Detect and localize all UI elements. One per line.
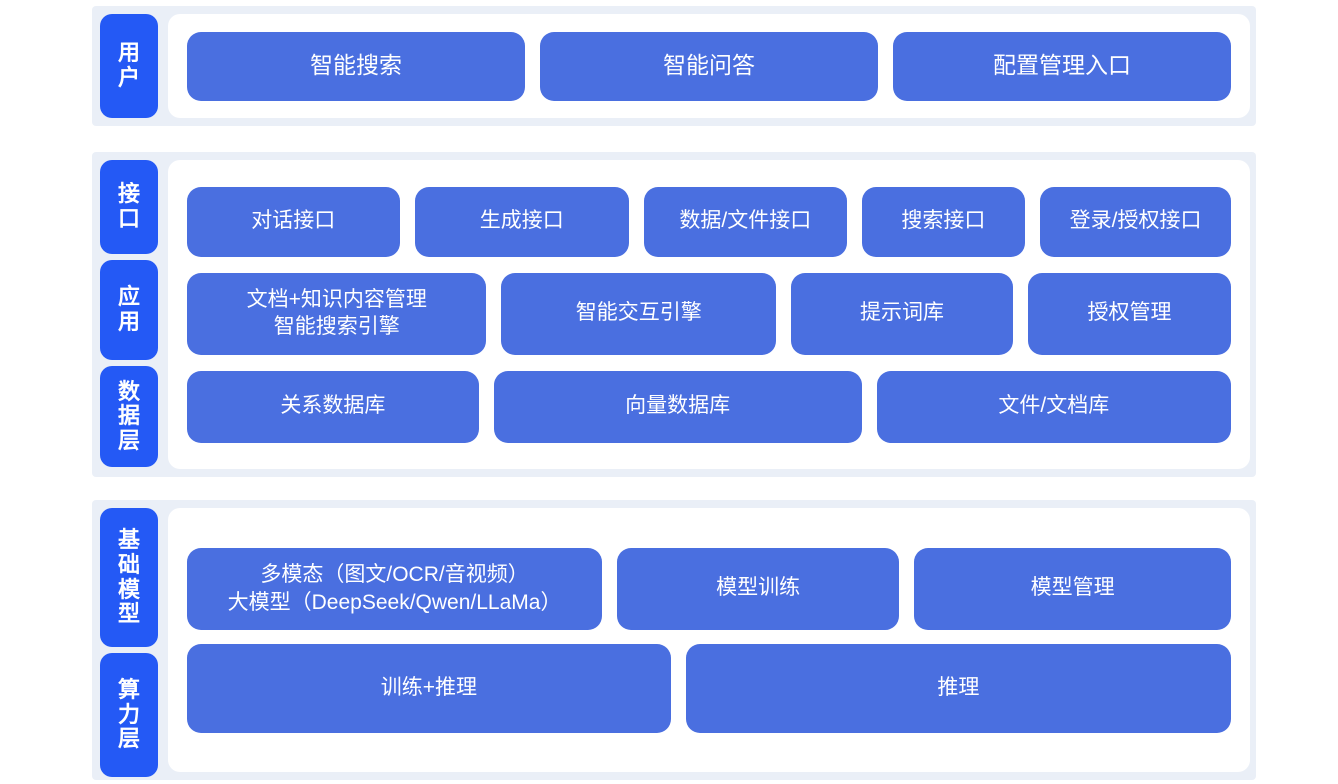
tab-column-foundation: 基础模型 算力层 (100, 508, 158, 777)
row-user-entries: 智能搜索 智能问答 配置管理入口 (187, 31, 1231, 101)
box-file-document-store[interactable]: 文件/文档库 (876, 370, 1231, 443)
box-smart-interaction-engine[interactable]: 智能交互引擎 (501, 272, 777, 355)
row-foundation-models: 多模态（图文/OCR/音视频） 大模型（DeepSeek/Qwen/LLaMa）… (187, 547, 1232, 630)
box-multimodal-and-llm[interactable]: 多模态（图文/OCR/音视频） 大模型（DeepSeek/Qwen/LLaMa） (187, 547, 603, 630)
box-dialog-interface[interactable]: 对话接口 (187, 186, 400, 257)
card-user-layer: 智能搜索 智能问答 配置管理入口 (168, 14, 1250, 118)
layer-tab-data-label: 数据层 (118, 378, 142, 453)
box-model-management[interactable]: 模型管理 (914, 547, 1232, 630)
tab-column-middle: 接口 应用 数据层 (100, 160, 158, 469)
layer-tab-application[interactable]: 应用 (100, 260, 158, 360)
box-search-interface[interactable]: 搜索接口 (861, 186, 1026, 257)
row-application-modules: 文档+知识内容管理 智能搜索引擎 智能交互引擎 提示词库 授权管理 (187, 272, 1231, 355)
layer-tab-api[interactable]: 接口 (100, 160, 158, 254)
box-doc-knowledge-and-search-engine[interactable]: 文档+知识内容管理 智能搜索引擎 (187, 272, 487, 355)
box-model-training[interactable]: 模型训练 (617, 547, 900, 630)
section-middle-layers: 接口 应用 数据层 对话接口 生成接口 数据/文件接口 搜索接口 登录/授权接口… (92, 152, 1256, 477)
box-authorization-management[interactable]: 授权管理 (1028, 272, 1231, 355)
box-generation-interface[interactable]: 生成接口 (414, 186, 629, 257)
section-foundation-layers: 基础模型 算力层 多模态（图文/OCR/音视频） 大模型（DeepSeek/Qw… (92, 500, 1256, 780)
box-prompt-library[interactable]: 提示词库 (791, 272, 1013, 355)
layer-tab-foundation-model[interactable]: 基础模型 (100, 508, 158, 647)
layer-tab-compute[interactable]: 算力层 (100, 653, 158, 777)
layer-tab-application-label: 应用 (118, 284, 142, 334)
box-training-plus-inference[interactable]: 训练+推理 (187, 643, 671, 733)
row-compute-resources: 训练+推理 推理 (187, 643, 1231, 733)
row-data-stores: 关系数据库 向量数据库 文件/文档库 (187, 370, 1231, 443)
box-smart-qa[interactable]: 智能问答 (540, 31, 878, 101)
card-middle-layers: 对话接口 生成接口 数据/文件接口 搜索接口 登录/授权接口 文档+知识内容管理… (168, 160, 1250, 469)
layer-tab-data[interactable]: 数据层 (100, 366, 158, 467)
row-api-interfaces: 对话接口 生成接口 数据/文件接口 搜索接口 登录/授权接口 (187, 186, 1231, 257)
box-inference[interactable]: 推理 (685, 643, 1231, 733)
box-data-file-interface[interactable]: 数据/文件接口 (644, 186, 847, 257)
card-foundation-layers: 多模态（图文/OCR/音视频） 大模型（DeepSeek/Qwen/LLaMa）… (168, 508, 1250, 772)
layer-tab-user-label: 用户 (118, 40, 142, 90)
box-login-auth-interface[interactable]: 登录/授权接口 (1040, 186, 1231, 257)
box-vector-database[interactable]: 向量数据库 (493, 370, 862, 443)
box-smart-search[interactable]: 智能搜索 (187, 31, 525, 101)
layer-tab-compute-label: 算力层 (118, 677, 142, 752)
tab-column-user: 用户 (100, 14, 158, 118)
layer-tab-user[interactable]: 用户 (100, 14, 158, 118)
section-user-layer: 用户 智能搜索 智能问答 配置管理入口 (92, 6, 1256, 126)
layer-tab-api-label: 接口 (118, 181, 142, 231)
box-relational-database[interactable]: 关系数据库 (187, 370, 479, 443)
layer-tab-foundation-model-label: 基础模型 (118, 527, 142, 627)
box-config-management-entry[interactable]: 配置管理入口 (893, 31, 1231, 101)
